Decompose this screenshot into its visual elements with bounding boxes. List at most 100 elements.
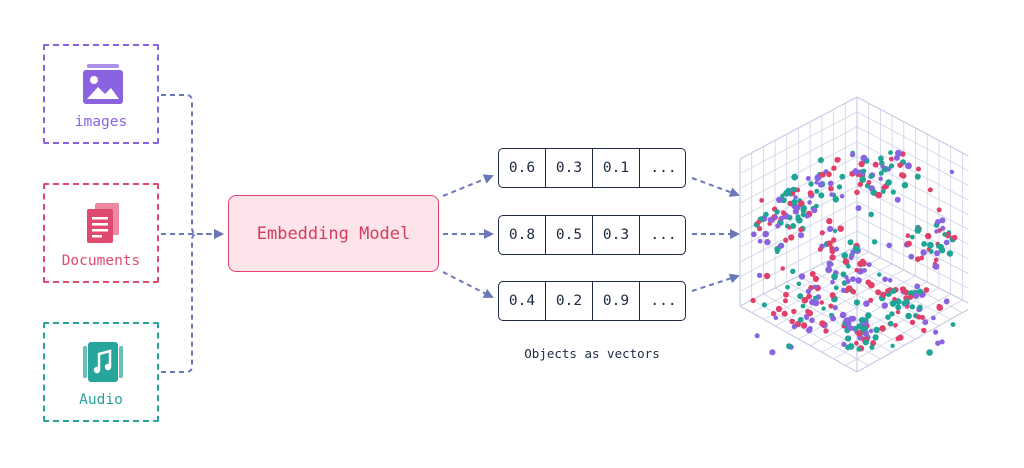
vector-point [925, 232, 932, 240]
grid-line [845, 299, 963, 366]
embedding-model-label: Embedding Model [256, 223, 411, 244]
vector-point [837, 225, 844, 232]
vector-point [856, 323, 863, 330]
vector-point [825, 266, 833, 274]
vector-point [889, 156, 894, 162]
vector-point [804, 315, 810, 320]
vector-point [806, 327, 813, 334]
vector-point [848, 255, 854, 261]
vector-point [927, 241, 934, 249]
vector-point [878, 170, 884, 176]
vector-point [829, 192, 834, 197]
vector-point [841, 341, 847, 347]
vector-point [842, 258, 850, 265]
vector-point [939, 217, 946, 224]
vector-point [798, 273, 806, 280]
vector-point [830, 279, 835, 285]
vector-point [844, 275, 849, 280]
vector-point [763, 211, 769, 218]
vector-point [950, 322, 956, 327]
vector-point [814, 180, 819, 185]
vector-point [757, 226, 763, 232]
vector-point [812, 284, 818, 290]
vector-point [840, 271, 847, 278]
vector-point [856, 330, 863, 337]
vector-point [801, 296, 809, 304]
vector-point [828, 303, 834, 309]
vector-point [833, 285, 839, 291]
vector-point [848, 325, 854, 331]
vector-point [894, 196, 901, 203]
vector-point [869, 344, 875, 350]
vector-point [949, 169, 955, 175]
vector-point [940, 225, 946, 231]
connector-model-vector-1 [442, 174, 494, 197]
vector-point [914, 227, 922, 234]
vector-point [831, 165, 837, 171]
vector-point [943, 298, 950, 305]
vector-point [814, 188, 820, 194]
vector-point [901, 182, 909, 189]
vector-point [847, 239, 854, 246]
connector-model-vector-3 [442, 271, 494, 298]
vector-point [888, 150, 893, 155]
vector-point [875, 191, 883, 199]
vector-point [852, 245, 860, 253]
vector-point [895, 309, 901, 315]
connector-vector-space-3 [691, 273, 740, 292]
vector-point [905, 162, 912, 170]
vector-point [920, 249, 927, 256]
input-images-label: images [74, 114, 128, 130]
vector-point [910, 234, 915, 240]
vector-point [831, 237, 837, 243]
vector-point [921, 241, 927, 247]
vector-point [861, 168, 867, 174]
vector-point [831, 273, 838, 280]
vector-point [921, 327, 927, 334]
vector-point [872, 334, 879, 341]
vector-point [807, 200, 812, 205]
vector-point [895, 336, 901, 342]
vector-cell: 0.8 [499, 216, 546, 254]
vector-point [840, 287, 847, 294]
vector-point [928, 249, 934, 254]
vector-point [750, 231, 757, 238]
vector-point [936, 304, 944, 311]
vector-point [895, 304, 902, 311]
vector-point [826, 217, 833, 225]
vector-point [862, 268, 867, 273]
vector-point [839, 173, 846, 180]
grid-line [856, 308, 968, 373]
vector-point [798, 227, 804, 233]
vector-point [764, 238, 771, 246]
vector-point [790, 223, 797, 229]
vector-point [946, 250, 954, 257]
vector-point [917, 304, 923, 310]
vector-point [845, 335, 852, 342]
image-icon [83, 64, 123, 104]
vector-point [859, 176, 867, 183]
vector-point [829, 292, 836, 299]
vector-point [809, 271, 816, 277]
vector-point [938, 247, 946, 254]
vector-point [761, 302, 767, 308]
vector-point [750, 297, 756, 304]
vector-point [878, 155, 884, 162]
vector-point [786, 343, 793, 350]
vector-point [807, 190, 814, 197]
vector-point [774, 209, 780, 215]
vector-point [832, 196, 839, 203]
vector-point [754, 333, 760, 339]
vector-point [864, 320, 869, 326]
vector-cell: 0.3 [593, 216, 640, 254]
vector-point [790, 268, 796, 274]
vector-point [914, 173, 921, 180]
vector-point [800, 212, 806, 218]
grid-line [856, 215, 968, 274]
vector-point [893, 323, 898, 328]
vector-point [857, 181, 863, 187]
vector-point [907, 294, 914, 300]
vector-point [791, 186, 797, 192]
music-icon [83, 342, 123, 382]
